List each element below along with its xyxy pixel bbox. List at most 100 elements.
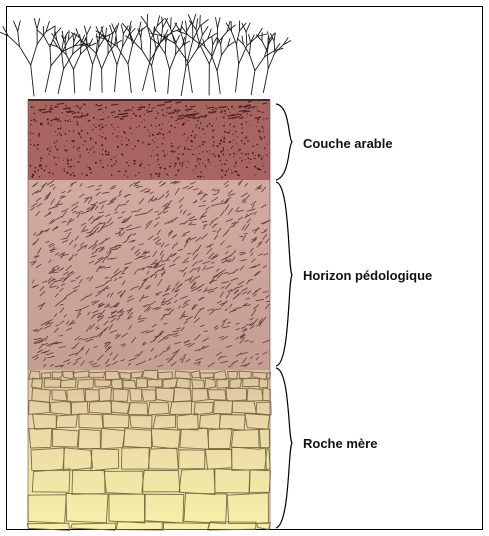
root-segment (8, 36, 19, 46)
root-segment (188, 61, 193, 92)
topsoil-dot (222, 147, 224, 149)
topsoil-dot (183, 135, 184, 136)
topsoil-dot (185, 161, 186, 162)
topsoil-dot (99, 135, 100, 136)
root-segment (18, 21, 21, 31)
root-segment (212, 56, 218, 71)
topsoil-dot (247, 113, 248, 114)
topsoil-dot (114, 129, 115, 130)
root-segment (37, 30, 44, 36)
bracket-bedrock (276, 368, 292, 528)
topsoil-dot (35, 167, 37, 169)
topsoil-dot (78, 107, 79, 108)
topsoil-dot (88, 167, 90, 169)
root-segment (88, 45, 96, 53)
topsoil-dot (99, 153, 100, 154)
topsoil-dot (204, 133, 205, 134)
topsoil-dot (90, 137, 92, 139)
topsoil-dot (100, 162, 101, 163)
root-segment (19, 46, 30, 65)
topsoil-dot (87, 132, 89, 134)
root-segment (166, 19, 171, 29)
topsoil-dot (162, 133, 164, 135)
root-segment (236, 44, 238, 64)
topsoil-dot (128, 165, 129, 166)
topsoil-dot (179, 163, 180, 164)
topsoil-dot (33, 119, 35, 121)
topsoil-dot (45, 166, 47, 168)
topsoil-dot (220, 169, 221, 170)
topsoil-dot (74, 158, 75, 159)
root-segment (111, 34, 113, 47)
topsoil-dot (80, 157, 81, 158)
topsoil-dot (245, 159, 246, 160)
topsoil-dot (236, 143, 237, 144)
topsoil-dot (174, 166, 176, 168)
topsoil-dot (47, 148, 49, 150)
topsoil-dot (42, 125, 43, 126)
topsoil-dot (254, 166, 256, 168)
root-segment (102, 54, 109, 69)
topsoil-dot (259, 169, 261, 171)
topsoil-dot (215, 108, 217, 110)
topsoil-dot (61, 125, 62, 126)
topsoil-dot (134, 163, 136, 165)
topsoil-dot (266, 154, 267, 155)
topsoil-dot (265, 172, 266, 173)
topsoil-dot (54, 157, 56, 159)
root-segment (62, 52, 64, 69)
topsoil-dot (263, 163, 264, 164)
topsoil-dot (141, 161, 142, 162)
root-segment (147, 25, 151, 40)
root-segment (246, 23, 250, 32)
topsoil-dot (185, 122, 186, 123)
topsoil-dot (245, 154, 247, 156)
topsoil-dot (224, 110, 226, 112)
topsoil-dot (73, 175, 75, 177)
topsoil-dot (125, 170, 127, 172)
root-segment (212, 45, 213, 56)
topsoil-dot (200, 124, 201, 125)
topsoil-dot (110, 159, 111, 160)
topsoil-dot (36, 121, 37, 122)
topsoil-dot (57, 106, 58, 107)
root-segment (176, 35, 180, 42)
topsoil-dot (159, 133, 161, 135)
topsoil-dot (177, 157, 178, 158)
topsoil-dot (196, 156, 197, 157)
topsoil-dot (126, 138, 127, 139)
topsoil-dot (77, 123, 79, 125)
topsoil-dot (90, 172, 92, 174)
topsoil-dot (195, 135, 196, 136)
topsoil-dot (112, 127, 113, 128)
topsoil-dot (245, 107, 247, 109)
topsoil-dot (244, 143, 246, 145)
topsoil-dot (232, 140, 233, 141)
topsoil-dot (248, 153, 250, 155)
topsoil-dot (184, 149, 185, 150)
topsoil-dot (79, 133, 81, 135)
topsoil-dot (250, 114, 252, 116)
topsoil-dot (189, 164, 190, 165)
topsoil-dot (255, 174, 256, 175)
topsoil-dot (107, 165, 108, 166)
topsoil-dot (182, 164, 183, 165)
topsoil-dot (207, 159, 209, 161)
topsoil-dot (161, 129, 162, 130)
topsoil-dot (162, 143, 164, 145)
topsoil-dot (55, 146, 56, 147)
topsoil-dot (169, 131, 171, 133)
topsoil-dot (67, 163, 69, 165)
root-segment (18, 31, 20, 46)
topsoil-dot (254, 175, 255, 176)
topsoil-dot (158, 173, 160, 175)
topsoil-dot (78, 106, 79, 107)
topsoil-dot (33, 145, 34, 146)
topsoil-dot (64, 146, 65, 147)
topsoil-dot (210, 164, 211, 165)
topsoil-dot (81, 113, 82, 114)
topsoil-dot (30, 133, 31, 134)
topsoil-dot (191, 145, 192, 146)
topsoil-dot (66, 105, 68, 107)
topsoil-dot (221, 116, 222, 117)
